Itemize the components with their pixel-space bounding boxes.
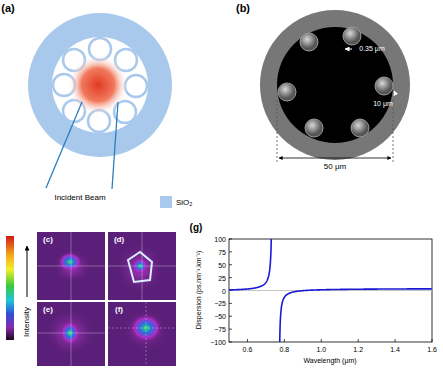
tick-mark — [229, 239, 232, 240]
tick-mark — [395, 339, 396, 342]
legend-item: SiO₂ — [160, 196, 192, 208]
axis-tick-label: 0.8 — [279, 346, 289, 353]
fiber-micrograph — [260, 10, 410, 164]
axis-tick-label: 25 — [218, 274, 226, 281]
axis-tick-label: 75 — [218, 248, 226, 255]
tick-mark — [229, 277, 232, 278]
axis-tick-label: 100 — [214, 236, 226, 243]
dimension-label: 50 μm — [324, 163, 346, 171]
tick-mark — [284, 339, 285, 342]
dispersion-curve — [280, 289, 432, 342]
tick-mark — [432, 339, 433, 342]
tick-mark — [229, 329, 232, 330]
panel-label: (c) — [43, 236, 53, 244]
axis-tick-label: −100 — [210, 339, 226, 346]
tick-mark — [358, 339, 359, 342]
dispersion-plot — [229, 235, 432, 356]
tick-mark — [229, 316, 232, 317]
tick-mark — [229, 251, 232, 252]
axis-tick-label: 1.6 — [427, 346, 437, 353]
tick-mark — [229, 264, 232, 265]
tick-mark — [229, 303, 232, 304]
axis-tick-label: −75 — [214, 326, 226, 333]
panel-label: (e) — [43, 306, 53, 314]
tick-mark — [247, 339, 248, 342]
beam-profile-images — [37, 232, 176, 366]
beam-label: Incident Beam — [54, 194, 105, 202]
colorbar-label: Intensity — [23, 307, 31, 337]
axis-tick-label: 0.6 — [243, 346, 253, 353]
panel-label: (d) — [114, 236, 124, 244]
legend-text: SiO₂ — [176, 198, 192, 207]
axis-title: Dispersion (ps.nm⁻¹.km⁻¹) — [195, 251, 202, 330]
dispersion-curve — [229, 239, 271, 290]
axis-tick-label: 0 — [222, 287, 226, 294]
dimension-label: 10 μm — [373, 100, 393, 107]
panel-label: (b) — [236, 3, 250, 14]
axis-tick-label: 1.0 — [316, 346, 326, 353]
axis-tick-label: −50 — [214, 313, 226, 320]
panel-label: (g) — [190, 223, 203, 233]
legend-swatch — [160, 196, 172, 208]
axis-tick-label: −25 — [214, 300, 226, 307]
axis-tick-label: 1.4 — [390, 346, 400, 353]
axis-tick-label: 50 — [218, 261, 226, 268]
panel-label: (f) — [115, 306, 123, 314]
axis-tick-label: 1.2 — [353, 346, 363, 353]
axis-title: Wavelength (μm) — [303, 357, 356, 364]
panel-label: (a) — [1, 3, 14, 14]
tick-mark — [229, 342, 232, 343]
tick-mark — [321, 339, 322, 342]
fiber-cross-section — [28, 13, 172, 189]
dimension-label: 0.35 μm — [359, 45, 384, 52]
